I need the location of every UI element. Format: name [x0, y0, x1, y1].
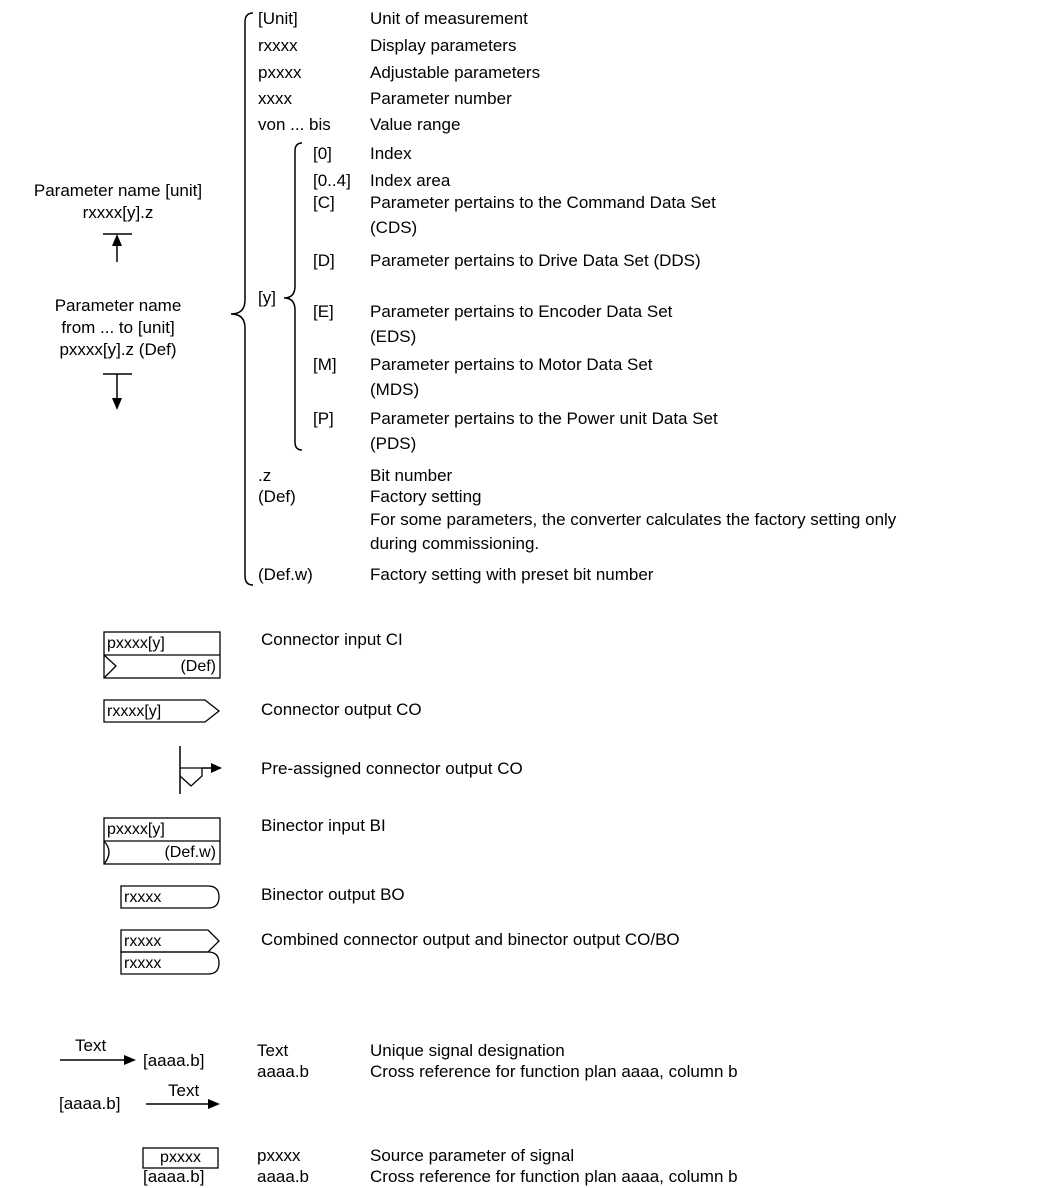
- source-legend-desc: Cross reference for function plan aaaa, …: [370, 1167, 738, 1186]
- index-desc-cont: (MDS): [370, 380, 420, 399]
- y-label: [y]: [258, 288, 276, 307]
- source-ref: [aaaa.b]: [143, 1167, 205, 1186]
- tail-key: (Def): [258, 487, 296, 506]
- bi-label: Binector input BI: [261, 816, 386, 835]
- source-box: [142, 1147, 219, 1169]
- legend-key: xxxx: [258, 89, 292, 108]
- bi-curve-icon: [103, 840, 110, 865]
- index-desc: Parameter pertains to Encoder Data Set: [370, 302, 673, 321]
- ci-chevron-icon: [103, 654, 117, 679]
- pparam-code: pxxxx[y].z (Def): [59, 340, 177, 359]
- cobo-top-text: rxxxx: [124, 933, 162, 950]
- signal-legend-key: aaaa.b: [257, 1062, 309, 1081]
- legend-desc: Adjustable parameters: [370, 63, 541, 82]
- source-box-text: pxxxx: [160, 1149, 201, 1166]
- cobo-co-shape: [120, 929, 220, 953]
- preco-label: Pre-assigned connector output CO: [261, 759, 523, 778]
- source-legend-desc: Source parameter of signal: [370, 1146, 575, 1165]
- signal-legend-desc: Cross reference for function plan aaaa, …: [370, 1062, 738, 1081]
- bo-label: Binector output BO: [261, 885, 405, 904]
- tail-key: .z: [258, 466, 272, 485]
- ci-label: Connector input CI: [261, 630, 403, 649]
- right-arrow-icon: [211, 763, 222, 773]
- co-shape: [103, 699, 221, 723]
- rparam-name: Parameter name [unit]: [33, 181, 203, 200]
- rparam-code: rxxxx[y].z: [82, 203, 154, 222]
- legend-desc: Parameter number: [370, 89, 512, 108]
- signal-text-2: Text: [168, 1081, 200, 1100]
- index-desc: Index area: [370, 171, 451, 190]
- tail-desc: Factory setting: [370, 487, 482, 506]
- tail-desc: Bit number: [370, 466, 453, 485]
- index-desc-cont: (EDS): [370, 327, 417, 346]
- inner-brace: [283, 142, 303, 451]
- signal-ref-2: [aaaa.b]: [59, 1094, 121, 1113]
- signal-arrow-2-icon: [208, 1099, 220, 1109]
- index-key: [D]: [313, 251, 335, 270]
- outer-brace: [230, 12, 254, 586]
- legend-key: pxxxx: [258, 63, 302, 82]
- index-key: [P]: [313, 409, 334, 428]
- index-key: [M]: [313, 355, 337, 374]
- index-desc: Parameter pertains to the Command Data S…: [370, 193, 716, 212]
- tail-desc-cont: For some parameters, the converter calcu…: [370, 510, 897, 529]
- bo-text: rxxxx: [124, 889, 162, 906]
- index-key: [0]: [313, 144, 332, 163]
- index-desc: Parameter pertains to Drive Data Set (DD…: [370, 251, 701, 270]
- cobo-bottom-text: rxxxx: [124, 955, 162, 972]
- ci-bottom-text: (Def): [180, 658, 216, 675]
- signal-legend-key: Text: [257, 1041, 289, 1060]
- tail-desc: Factory setting with preset bit number: [370, 565, 654, 584]
- index-key: [E]: [313, 302, 334, 321]
- signal-arrow-icon: [124, 1055, 136, 1065]
- pparam-name: Parameter name: [54, 296, 182, 315]
- cobo-bo-shape: [120, 951, 220, 975]
- up-arrow-icon: [112, 234, 122, 246]
- pparam-range: from ... to [unit]: [61, 318, 175, 337]
- legend-desc: Unit of measurement: [370, 9, 528, 28]
- index-desc: Parameter pertains to Motor Data Set: [370, 355, 653, 374]
- index-desc-cont: (PDS): [370, 434, 417, 453]
- bo-shape: [120, 885, 220, 909]
- source-legend-key: aaaa.b: [257, 1167, 309, 1186]
- bi-top-text: pxxxx[y]: [107, 821, 165, 838]
- index-desc-cont: (CDS): [370, 218, 418, 237]
- index-key: [C]: [313, 193, 335, 212]
- bi-bottom-text: (Def.w): [164, 844, 216, 861]
- down-arrow-icon: [112, 398, 122, 410]
- signal-legend-desc: Unique signal designation: [370, 1041, 565, 1060]
- legend-desc: Display parameters: [370, 36, 517, 55]
- index-desc: Index: [370, 144, 412, 163]
- ci-top-text: pxxxx[y]: [107, 635, 165, 652]
- tail-key: (Def.w): [258, 565, 313, 584]
- cobo-label: Combined connector output and binector o…: [261, 930, 680, 949]
- legend-key: von ... bis: [258, 115, 331, 134]
- signal-ref-1: [aaaa.b]: [143, 1051, 205, 1070]
- preco-shape: [179, 767, 203, 787]
- co-label: Connector output CO: [261, 700, 422, 719]
- signal-text-1: Text: [75, 1036, 107, 1055]
- legend-desc: Value range: [370, 115, 461, 134]
- source-legend-key: pxxxx: [257, 1146, 301, 1165]
- legend-key: rxxxx: [258, 36, 298, 55]
- co-text: rxxxx[y]: [107, 703, 162, 720]
- legend-key: [Unit]: [258, 9, 298, 28]
- index-key: [0..4]: [313, 171, 351, 190]
- index-desc: Parameter pertains to the Power unit Dat…: [370, 409, 718, 428]
- tail-desc-cont: during commissioning.: [370, 534, 540, 553]
